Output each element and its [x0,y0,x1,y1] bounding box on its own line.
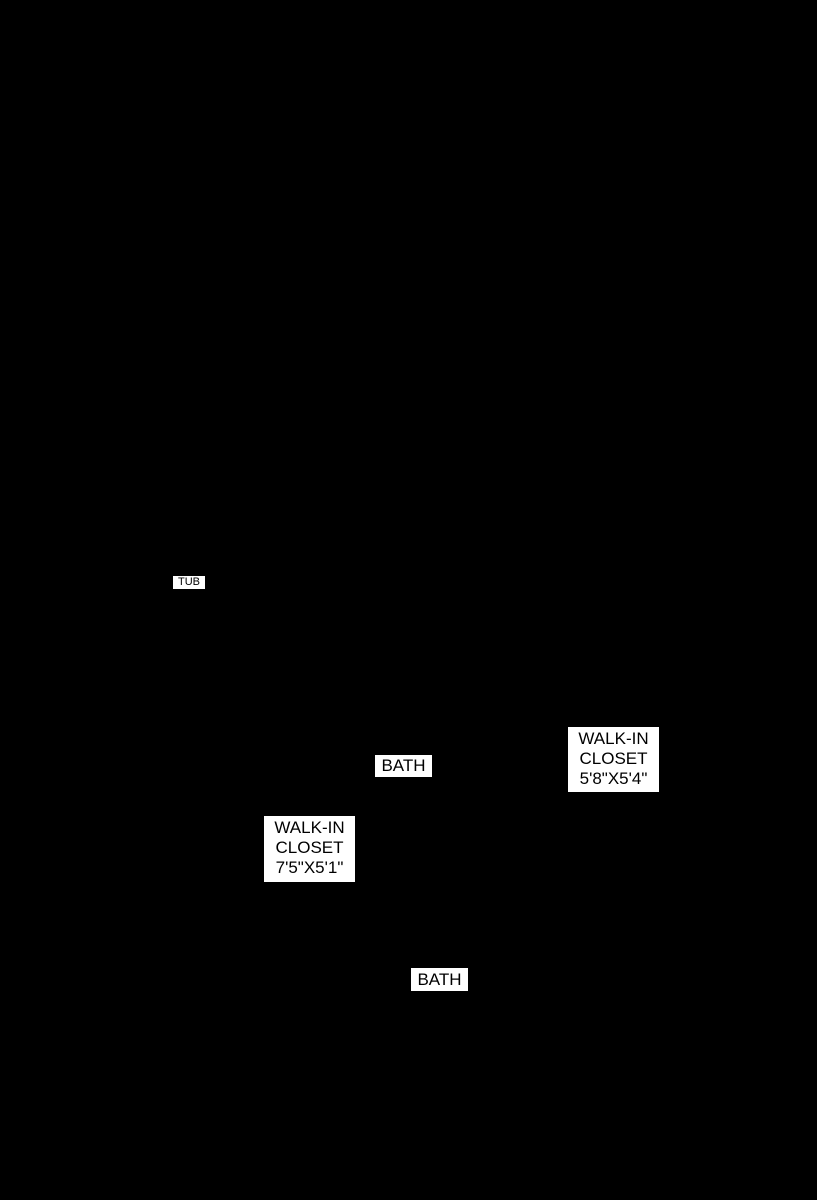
tub-label: TUB [173,576,205,589]
closet-right-dimensions: 5'8"X5'4" [579,769,648,788]
walk-in-closet-right-label: WALK-IN CLOSET 5'8"X5'4" [568,727,659,792]
closet-right-name: WALK-IN [578,729,649,748]
closet-right-name-line2: CLOSET [579,749,648,768]
walk-in-closet-left-label: WALK-IN CLOSET 7'5"X5'1" [264,816,355,882]
bath-upper-label: BATH [375,755,432,777]
bath-lower-label-text: BATH [417,970,462,989]
closet-left-dimensions: 7'5"X5'1" [275,858,344,877]
tub-label-text: TUB [178,576,200,588]
bath-upper-label-text: BATH [381,756,426,775]
closet-left-name: WALK-IN [274,818,345,837]
closet-left-name-line2: CLOSET [275,838,344,857]
bath-lower-label: BATH [411,968,468,991]
